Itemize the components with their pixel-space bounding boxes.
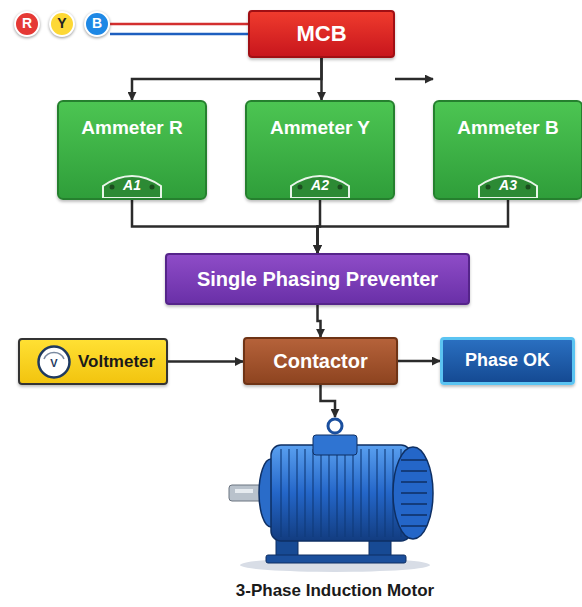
fan-grill (401, 459, 427, 461)
dial-outline (103, 176, 161, 198)
cooling-fin (344, 449, 346, 537)
cooling-fin (312, 449, 314, 537)
contactor-box: Contactor (243, 337, 398, 385)
motor-figure: 3-Phase Induction Motor (221, 415, 449, 605)
gauge-ring (39, 346, 70, 377)
dial-dot (150, 185, 155, 190)
dial-dot (110, 185, 115, 190)
meter-label: A3 (499, 178, 517, 193)
ammeter-box: Ammeter R A1 (57, 100, 207, 200)
ammeter-box: Ammeter B A3 (433, 100, 582, 200)
cooling-fin (376, 449, 378, 537)
dial-dot (298, 185, 303, 190)
flow-arrow (318, 200, 509, 253)
meter-label: A1 (123, 178, 141, 193)
flow-arrow (320, 58, 323, 100)
box-title: Single Phasing Preventer (197, 268, 438, 290)
fan-grill (401, 492, 427, 494)
phase-letter: R (22, 16, 32, 31)
ammeter-box: Ammeter Y A2 (245, 100, 395, 200)
cooling-fin (288, 449, 290, 537)
box-title: Phase OK (465, 351, 550, 371)
cooling-fin (320, 449, 322, 537)
dial-outline (479, 176, 537, 198)
fan-grill (401, 470, 427, 472)
fan-grill (401, 503, 427, 505)
flow-arrow (395, 78, 433, 81)
fan-grill (401, 481, 427, 483)
shaft-key (235, 489, 253, 493)
box-title: Ammeter B (457, 118, 558, 139)
box-title: Ammeter Y (270, 118, 370, 139)
protection-box: Single Phasing Preventer (165, 253, 470, 305)
motor-base (266, 555, 406, 563)
motor-caption: 3-Phase Induction Motor (236, 582, 434, 601)
cooling-fin (352, 449, 354, 537)
dial-outline (291, 176, 349, 198)
meter-box: V Voltmeter (18, 338, 168, 385)
fan-cover (393, 447, 433, 539)
cooling-fin (328, 449, 330, 537)
lifting-eye (328, 419, 342, 433)
cooling-fin (336, 449, 338, 537)
cooling-fin (304, 449, 306, 537)
phase-circle: R (14, 11, 40, 37)
gauge-letter: V (50, 356, 57, 368)
fan-grill (401, 514, 427, 516)
motor-body (271, 445, 411, 541)
phase-circle: B (84, 11, 110, 37)
flow-arrow (318, 305, 321, 337)
phase-wire (110, 33, 248, 36)
breaker-box: MCB (248, 10, 395, 58)
status-box: Phase OK (440, 337, 575, 385)
dial-dot (526, 185, 531, 190)
flow-arrow (168, 360, 243, 363)
phase-wire (110, 23, 248, 26)
fan-grill (401, 525, 427, 527)
dial-dot (338, 185, 343, 190)
box-title: Contactor (273, 350, 367, 372)
cooling-fin (280, 449, 282, 537)
phase-circle: Y (49, 11, 75, 37)
cooling-fin (360, 449, 362, 537)
phase-letter: B (92, 16, 102, 31)
meter-label: A2 (311, 178, 329, 193)
flow-arrow (321, 385, 336, 417)
phase-letter: Y (57, 16, 66, 31)
cooling-fin (384, 449, 386, 537)
terminal-box (313, 435, 357, 455)
flow-arrow (398, 360, 440, 363)
box-title: Ammeter R (81, 118, 182, 139)
box-title: Voltmeter (78, 352, 155, 371)
flow-arrow (132, 200, 318, 253)
motor-illustration (221, 415, 449, 575)
cooling-fin (368, 449, 370, 537)
cooling-fin (296, 449, 298, 537)
dial-dot (486, 185, 491, 190)
box-title: MCB (296, 22, 346, 46)
flow-arrow (132, 58, 322, 100)
